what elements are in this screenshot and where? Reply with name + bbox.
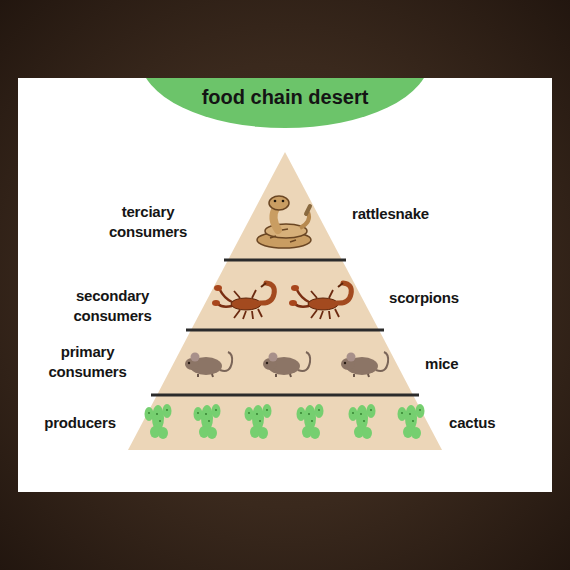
mouse-icon: [185, 352, 232, 377]
rattlesnake-illustration: [257, 196, 311, 248]
diagram-title: food chain desert: [135, 84, 435, 110]
trophic-level-label: secondary consumers: [60, 286, 165, 326]
pyramid-level: secondary consumers scorpions: [0, 260, 570, 330]
cactus-icon: [398, 404, 425, 439]
level-band: [228, 152, 342, 260]
level-shape: [0, 330, 570, 395]
organism-label: rattlesnake: [352, 204, 472, 224]
separator-line: [186, 329, 384, 332]
scorpion-illustrations: [212, 283, 351, 319]
level-band: [128, 395, 442, 450]
separator-line: [224, 259, 346, 262]
pyramid-level: primary consumers mice: [0, 330, 570, 395]
band-separators: [151, 260, 419, 395]
cactus-icon: [145, 404, 172, 439]
organism-label: mice: [425, 354, 525, 374]
level-shape: [0, 152, 570, 260]
pyramid-level: terciary consumers rattlesnake: [0, 152, 570, 260]
mouse-illustrations: [185, 352, 388, 377]
pyramid-level: producers cactus: [0, 395, 570, 450]
cactus-icon: [297, 404, 324, 439]
scorpion-icon: [212, 283, 274, 319]
mouse-icon: [263, 352, 310, 377]
level-band: [157, 330, 413, 395]
mouse-icon: [341, 352, 388, 377]
trophic-level-label: terciary consumers: [98, 202, 198, 242]
cactus-icon: [245, 404, 272, 439]
separator-line: [151, 394, 419, 397]
cactus-illustrations: [145, 404, 425, 439]
organism-label: scorpions: [389, 288, 509, 308]
scorpion-icon: [289, 283, 351, 319]
trophic-level-label: primary consumers: [35, 342, 140, 382]
cactus-icon: [349, 404, 376, 439]
cactus-icon: [194, 404, 221, 439]
trophic-level-label: producers: [30, 413, 130, 433]
level-band: [191, 260, 379, 330]
organism-label: cactus: [449, 413, 549, 433]
